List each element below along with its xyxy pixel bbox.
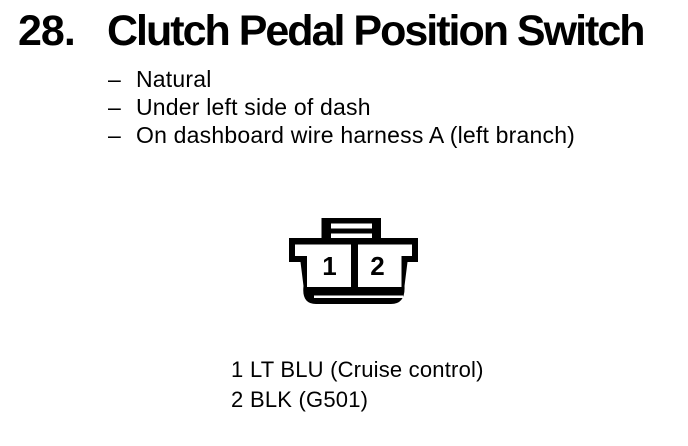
legend-row: 1 LT BLU (Cruise control) (231, 355, 484, 385)
list-item: – On dashboard wire harness A (left bran… (108, 121, 575, 149)
latch-stripe (331, 233, 372, 238)
housing-bottom-seam (314, 295, 403, 298)
legend-pin-label: BLK (G501) (250, 387, 369, 412)
connector-whitespace (295, 223, 412, 298)
legend-row: 2 BLK (G501) (231, 385, 484, 415)
connector-cavity-2 (358, 244, 412, 287)
detail-text: On dashboard wire harness A (left branch… (136, 122, 576, 148)
detail-text: Under left side of dash (136, 94, 371, 120)
page-title: Clutch Pedal Position Switch (107, 7, 646, 55)
bullet-dash-icon: – (108, 94, 121, 120)
bullet-dash-icon: – (108, 66, 121, 92)
pin-2-number: 2 (370, 251, 384, 281)
connector-cavity-1 (295, 244, 351, 287)
legend-pin-number: 1 (231, 357, 244, 382)
list-item: – Under left side of dash (108, 93, 575, 121)
detail-text: Natural (136, 66, 212, 92)
connector-diagram: 1 2 (289, 218, 418, 304)
legend-pin-number: 2 (231, 387, 244, 412)
pin-1-number: 1 (322, 251, 336, 281)
section-number: 28. (18, 7, 76, 55)
latch-stripe (331, 223, 372, 229)
legend-pin-label: LT BLU (Cruise control) (250, 357, 484, 382)
detail-list: – Natural – Under left side of dash – On… (108, 65, 575, 149)
list-item: – Natural (108, 65, 575, 93)
pin-legend: 1 LT BLU (Cruise control) 2 BLK (G501) (231, 355, 484, 415)
bullet-dash-icon: – (108, 122, 121, 148)
